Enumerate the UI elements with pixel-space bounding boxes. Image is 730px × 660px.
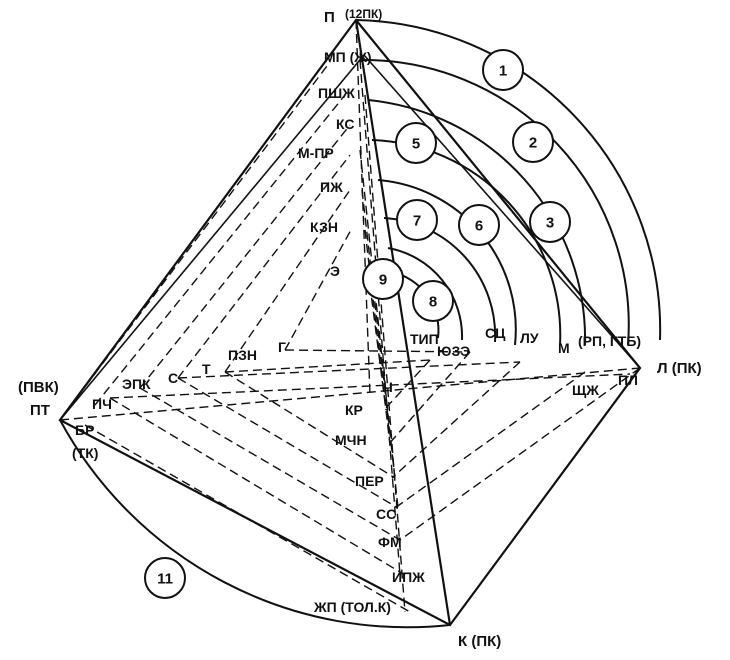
- circle-3: 3: [529, 201, 571, 243]
- right-axis-labels: ТИП ЮЗЭ СЦ ЛУ М (РП, ГТБ) ЩЖ ПЛ: [410, 325, 641, 398]
- label-m-pr: М-ПР: [298, 145, 334, 161]
- label-fm: ФМ: [378, 534, 402, 550]
- vertex-left-label: ПТ: [30, 402, 50, 419]
- vertex-top-label: П: [324, 9, 335, 26]
- label-rp-gtb: (РП, ГТБ): [578, 333, 641, 349]
- vertex-right-label: Л (ПК): [657, 360, 702, 377]
- vertex-labels: П (12ПК) (ПВК) ПТ Л (ПК) К (ПК): [18, 7, 702, 650]
- circle-2: 2: [512, 121, 554, 163]
- circle-9-number: 9: [379, 272, 387, 289]
- label-s: С: [168, 370, 178, 386]
- circle-1-number: 1: [499, 63, 507, 80]
- label-epk: ЭПК: [122, 376, 151, 392]
- label-ss: СС: [376, 506, 396, 522]
- label-m: М: [558, 340, 570, 356]
- label-tk: (ТК): [72, 445, 98, 461]
- label-zhp-tol-k: ЖП (ТОЛ.К): [313, 599, 391, 615]
- circled-numbers: 1 2 3 5 6 7 8 9 11: [144, 49, 571, 599]
- label-kzn: КЗН: [310, 219, 338, 235]
- label-br: БР: [75, 422, 94, 438]
- top-axis-labels: МП (Ж) ПШЖ КС М-ПР ПЖ КЗН Э: [298, 49, 372, 279]
- label-tip: ТИП: [410, 331, 439, 347]
- circle-8-number: 8: [429, 294, 437, 311]
- circle-1: 1: [482, 49, 524, 91]
- vertex-bottom-label: К (ПК): [458, 633, 501, 650]
- label-yuze: ЮЗЭ: [437, 343, 470, 359]
- label-ipzh: ИПЖ: [392, 569, 425, 585]
- label-mp-zh: МП (Ж): [324, 49, 372, 65]
- left-axis-labels: ЭПК С Т ПЗН Г ПЧ БР (ТК): [72, 339, 286, 461]
- label-pshzh: ПШЖ: [318, 85, 355, 101]
- circle-5-number: 5: [412, 136, 420, 153]
- label-pl: ПЛ: [618, 372, 638, 388]
- label-pch: ПЧ: [92, 396, 112, 412]
- circle-11-number: 11: [157, 571, 173, 588]
- circle-8: 8: [412, 280, 454, 322]
- label-pzh: ПЖ: [320, 179, 343, 195]
- circle-7: 7: [396, 199, 438, 241]
- dashed-grid: [59, 19, 641, 613]
- label-mchn: МЧН: [335, 432, 367, 448]
- bottom-axis-labels: Ч КР МЧН ПЕР СС ФМ ИПЖ ЖП (ТОЛ.К): [313, 379, 425, 615]
- label-shchzh: ЩЖ: [572, 382, 599, 398]
- label-lu: ЛУ: [520, 330, 539, 346]
- circle-5: 5: [395, 122, 437, 164]
- label-ch: Ч: [383, 379, 393, 395]
- vertex-top-paren-label: (12ПК): [345, 7, 382, 21]
- circle-3-number: 3: [546, 215, 554, 232]
- label-ks: КС: [336, 116, 354, 132]
- tetrahedron-edges: [58, 18, 642, 627]
- circle-6-number: 6: [475, 218, 483, 235]
- circle-6: 6: [458, 204, 500, 246]
- label-t: Т: [202, 361, 211, 377]
- label-e: Э: [330, 263, 340, 279]
- label-sts: СЦ: [485, 325, 506, 341]
- circle-9: 9: [362, 258, 404, 300]
- label-kr: КР: [345, 402, 363, 418]
- vertex-left-paren-label: (ПВК): [18, 379, 59, 396]
- label-g: Г: [278, 339, 286, 355]
- label-per: ПЕР: [355, 473, 384, 489]
- circle-2-number: 2: [529, 135, 537, 152]
- circle-11: 11: [144, 557, 186, 599]
- circle-7-number: 7: [413, 213, 421, 230]
- label-pzn: ПЗН: [228, 347, 257, 363]
